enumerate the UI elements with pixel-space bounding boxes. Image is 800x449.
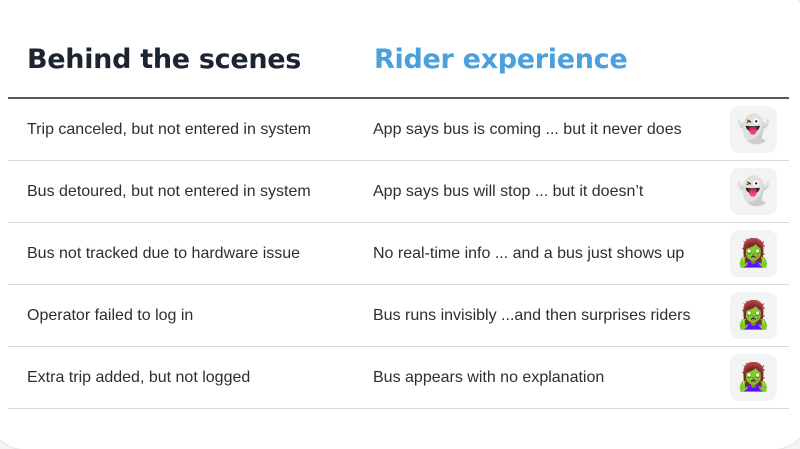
row-divider [8, 160, 789, 161]
row-divider [8, 346, 789, 347]
rider-experience-cell: Bus runs invisibly ...and then surprises… [373, 307, 691, 324]
behind-the-scenes-cell: Operator failed to log in [27, 307, 194, 324]
row-divider [8, 408, 789, 409]
header-divider [8, 97, 789, 99]
behind-the-scenes-cell: Trip canceled, but not entered in system [27, 121, 311, 138]
rider-experience-cell: No real-time info ... and a bus just sho… [373, 245, 685, 262]
behind-the-scenes-cell: Bus not tracked due to hardware issue [27, 245, 301, 262]
rider-experience-cell: Bus appears with no explanation [373, 369, 605, 386]
table-row: Operator failed to log in Bus runs invis… [0, 285, 800, 347]
table-row: Extra trip added, but not logged Bus app… [0, 347, 800, 409]
table-header: Behind the scenes Rider experience [0, 0, 800, 99]
behind-the-scenes-cell: Bus detoured, but not entered in system [27, 183, 311, 200]
row-divider [8, 222, 789, 223]
table-row: Bus not tracked due to hardware issue No… [0, 223, 800, 285]
behind-the-scenes-cell: Extra trip added, but not logged [27, 369, 251, 386]
table-row: Bus detoured, but not entered in system … [0, 161, 800, 223]
rider-experience-cell: App says bus will stop ... but it doesn’… [373, 183, 644, 200]
zombie-icon: 🧟‍♀️ [730, 292, 777, 339]
zombie-icon: 🧟‍♀️ [730, 230, 777, 277]
column-header-rider-experience: Rider experience [374, 44, 628, 75]
comparison-table-body: Trip canceled, but not entered in system… [0, 99, 800, 409]
table-row: Trip canceled, but not entered in system… [0, 99, 800, 161]
rider-experience-cell: App says bus is coming ... but it never … [373, 121, 682, 138]
zombie-icon: 🧟‍♀️ [730, 354, 777, 401]
row-divider [8, 284, 789, 285]
ghost-icon: 👻 [730, 168, 777, 215]
column-header-behind-the-scenes: Behind the scenes [27, 44, 302, 75]
ghost-icon: 👻 [730, 106, 777, 153]
